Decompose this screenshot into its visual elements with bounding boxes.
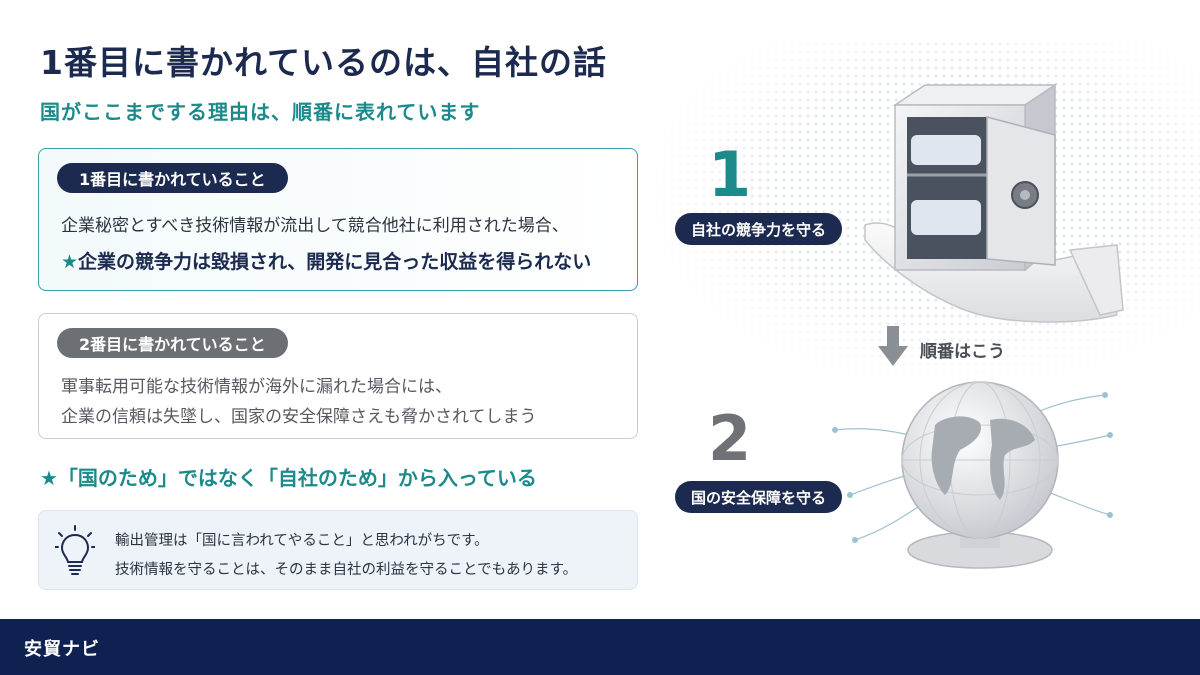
card-second-point: 2番目に書かれていること 軍事転用可能な技術情報が海外に漏れた場合には、 企業の… — [38, 313, 638, 439]
card-first-point: 1番目に書かれていること 企業秘密とすべき技術情報が流出して競合他社に利用された… — [38, 148, 638, 291]
page-title: 1番目に書かれているのは、自社の話 — [40, 43, 607, 82]
step-number-2: 2 — [708, 402, 752, 475]
card2-line2: 企業の信頼は失墜し、国家の安全保障さえも脅かされてしまう — [61, 407, 537, 427]
tip-line1: 輸出管理は「国に言われてやること」と思われがちです。 — [115, 533, 489, 549]
safe-in-hand-illustration — [864, 83, 1124, 323]
card1-badge: 1番目に書かれていること — [57, 163, 288, 193]
key-highlight: ★「国のため」ではなく「自社のため」から入っている — [40, 466, 537, 490]
tip-line2: 技術情報を守ることは、そのまま自社の利益を守ることでもあります。 — [115, 562, 578, 578]
page-subtitle: 国がここまでする理由は、順番に表れています — [40, 100, 481, 124]
brand-logo-text: 安貿ナビ — [24, 639, 100, 660]
tip-box: 輸出管理は「国に言われてやること」と思われがちです。 技術情報を守ることは、その… — [38, 510, 638, 590]
down-arrow-icon — [878, 326, 908, 366]
lightbulb-icon — [55, 525, 95, 575]
globe-illustration — [832, 381, 1113, 569]
footer-bar: 安貿ナビ — [0, 619, 1200, 675]
card1-line2: 企業の競争力は毀損され、開発に見合った収益を得られない — [78, 251, 592, 273]
step1-label: 自社の競争力を守る — [675, 213, 843, 245]
card2-line1: 軍事転用可能な技術情報が海外に漏れた場合には、 — [61, 377, 452, 397]
card2-badge: 2番目に書かれていること — [57, 328, 288, 358]
step-number-1: 1 — [708, 138, 752, 211]
card1-line1: 企業秘密とすべき技術情報が流出して競合他社に利用された場合、 — [61, 216, 569, 236]
order-caption: 順番はこう — [920, 342, 1005, 362]
card1-line2-row: ★企業の競争力は毀損され、開発に見合った収益を得られない — [61, 247, 591, 274]
step2-label: 国の安全保障を守る — [675, 481, 843, 513]
star-icon: ★ — [61, 251, 79, 273]
